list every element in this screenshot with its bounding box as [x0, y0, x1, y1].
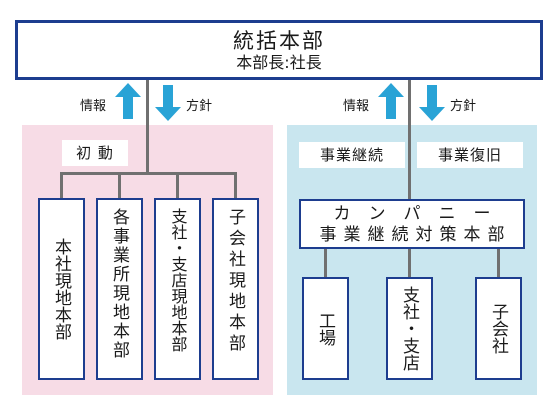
head-office-local-hq-box: 本社現地本部 [38, 198, 85, 380]
business-sites-local-hq-label: 各事業所現地本部 [109, 208, 129, 360]
branch-office-label: 支社・支店 [399, 286, 419, 371]
factory-label: 工場 [315, 311, 335, 346]
subsidiary-box: 子会社 [475, 277, 522, 380]
headquarters-title: 統括本部 [233, 29, 325, 53]
info-up-arrow-left [115, 83, 141, 119]
head-office-local-hq-label: 本社現地本部 [51, 238, 71, 340]
connector-left-drop-2 [118, 172, 121, 198]
connector-left-drop-1 [60, 172, 63, 198]
info-label-right: 情報 [343, 99, 370, 114]
policy-label-left: 方針 [186, 99, 213, 114]
business-recovery-tag: 事業復旧 [417, 142, 523, 168]
branch-office-box: 支社・支店 [386, 277, 433, 380]
subsidiary-local-hq-label: 子会社現地本部 [225, 208, 245, 355]
connector-left-drop-4 [234, 172, 237, 198]
initial-response-tag: 初 動 [62, 140, 128, 166]
branches-local-hq-label: 支社・支店現地本部 [168, 208, 188, 352]
connector-left-drop-3 [176, 172, 179, 198]
subsidiary-label: 子会社 [488, 303, 508, 354]
connector-left-horizontal [60, 172, 237, 175]
company-continuity-hq-line1: カンパニー [333, 204, 509, 224]
connector-right-drop-1 [324, 248, 327, 278]
subsidiary-local-hq-box: 子会社現地本部 [212, 198, 259, 380]
connector-hq-right [408, 78, 411, 200]
business-continuity-tag: 事業継続 [299, 142, 405, 168]
connector-hq-left [146, 78, 149, 174]
company-continuity-hq-box: カンパニー 事業継続対策本部 [299, 199, 525, 249]
policy-down-arrow-right [419, 85, 445, 121]
connector-right-drop-2 [408, 248, 411, 278]
policy-label-right: 方針 [450, 99, 477, 114]
company-continuity-hq-line2: 事業継続対策本部 [319, 225, 512, 245]
factory-box: 工場 [302, 277, 349, 380]
headquarters-box: 統括本部 本部長:社長 [15, 20, 543, 80]
branches-local-hq-box: 支社・支店現地本部 [154, 198, 201, 380]
info-label-left: 情報 [80, 99, 107, 114]
info-up-arrow-right [378, 83, 404, 119]
connector-right-drop-3 [497, 248, 500, 278]
headquarters-subtitle: 本部長:社長 [236, 53, 322, 72]
policy-down-arrow-left [155, 85, 181, 121]
business-sites-local-hq-box: 各事業所現地本部 [96, 198, 143, 380]
